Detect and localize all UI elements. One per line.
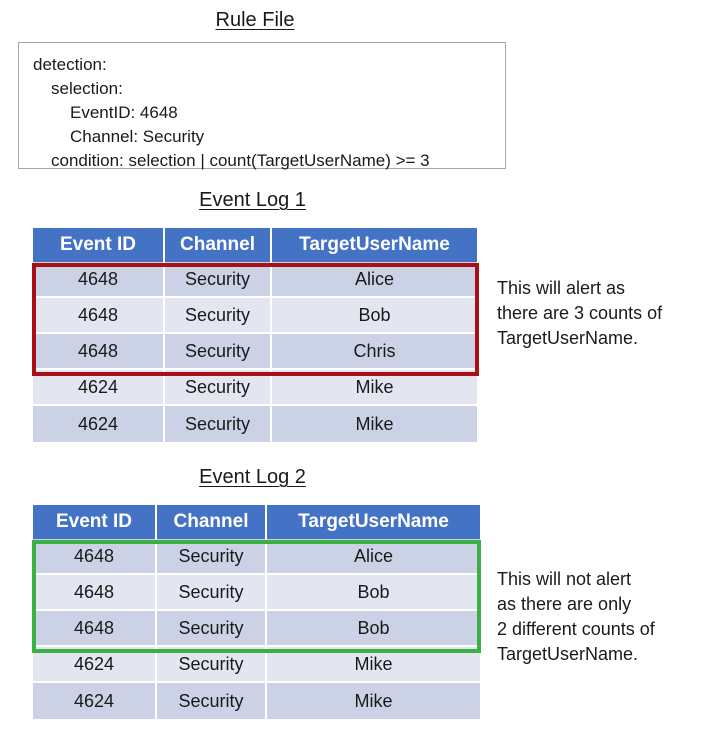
- table-row: 4648 Security Chris: [33, 334, 477, 370]
- cell-targetusername: Mike: [272, 406, 477, 442]
- table-row: 4648 Security Bob: [33, 298, 477, 334]
- cell-event-id: 4648: [33, 539, 157, 575]
- table-header-row: Event ID Channel TargetUserName: [33, 228, 477, 262]
- cell-channel: Security: [157, 647, 267, 683]
- table-header-row: Event ID Channel TargetUserName: [33, 505, 480, 539]
- column-header-channel: Channel: [157, 505, 267, 539]
- table-row: 4624 Security Mike: [33, 406, 477, 442]
- cell-channel: Security: [157, 575, 267, 611]
- cell-channel: Security: [165, 370, 272, 406]
- column-header-channel: Channel: [165, 228, 272, 262]
- cell-channel: Security: [165, 298, 272, 334]
- cell-event-id: 4648: [33, 611, 157, 647]
- cell-channel: Security: [157, 611, 267, 647]
- table-row: 4624 Security Mike: [33, 370, 477, 406]
- cell-targetusername: Mike: [267, 683, 480, 719]
- table-row: 4624 Security Mike: [33, 647, 480, 683]
- column-header-event-id: Event ID: [33, 228, 165, 262]
- cell-event-id: 4624: [33, 406, 165, 442]
- cell-event-id: 4648: [33, 298, 165, 334]
- cell-channel: Security: [165, 334, 272, 370]
- rule-line-detection: detection:: [33, 55, 107, 74]
- table-row: 4648 Security Bob: [33, 611, 480, 647]
- cell-targetusername: Chris: [272, 334, 477, 370]
- event-log-2-table: Event ID Channel TargetUserName 4648 Sec…: [33, 505, 480, 719]
- rule-line-condition: condition: selection | count(TargetUserN…: [51, 151, 430, 170]
- event-log-1-annotation: This will alert as there are 3 counts of…: [497, 278, 663, 348]
- cell-channel: Security: [157, 683, 267, 719]
- table-row: 4624 Security Mike: [33, 683, 480, 719]
- cell-targetusername: Alice: [267, 539, 480, 575]
- event-log-2-annotation: This will not alert as there are only 2 …: [497, 569, 655, 664]
- rule-line-eventid: EventID: 4648: [70, 103, 178, 122]
- cell-event-id: 4648: [33, 334, 165, 370]
- column-header-targetusername: TargetUserName: [267, 505, 480, 539]
- cell-channel: Security: [165, 262, 272, 298]
- cell-targetusername: Alice: [272, 262, 477, 298]
- cell-targetusername: Bob: [267, 611, 480, 647]
- cell-targetusername: Bob: [267, 575, 480, 611]
- cell-event-id: 4624: [33, 683, 157, 719]
- table-row: 4648 Security Bob: [33, 575, 480, 611]
- cell-targetusername: Mike: [272, 370, 477, 406]
- column-header-targetusername: TargetUserName: [272, 228, 477, 262]
- rule-line-selection: selection:: [51, 79, 123, 98]
- table-row: 4648 Security Alice: [33, 262, 477, 298]
- cell-event-id: 4624: [33, 370, 165, 406]
- rule-file-box: detection: selection: EventID: 4648 Chan…: [18, 42, 506, 169]
- cell-event-id: 4648: [33, 575, 157, 611]
- cell-channel: Security: [157, 539, 267, 575]
- table-row: 4648 Security Alice: [33, 539, 480, 575]
- rule-file-title: Rule File: [215, 9, 295, 31]
- event-log-2-title: Event Log 2: [199, 466, 306, 488]
- column-header-event-id: Event ID: [33, 505, 157, 539]
- cell-channel: Security: [165, 406, 272, 442]
- rule-line-channel: Channel: Security: [70, 127, 205, 146]
- cell-targetusername: Mike: [267, 647, 480, 683]
- event-log-1-title: Event Log 1: [199, 189, 306, 211]
- cell-targetusername: Bob: [272, 298, 477, 334]
- cell-event-id: 4624: [33, 647, 157, 683]
- event-log-1-table: Event ID Channel TargetUserName 4648 Sec…: [33, 228, 477, 442]
- cell-event-id: 4648: [33, 262, 165, 298]
